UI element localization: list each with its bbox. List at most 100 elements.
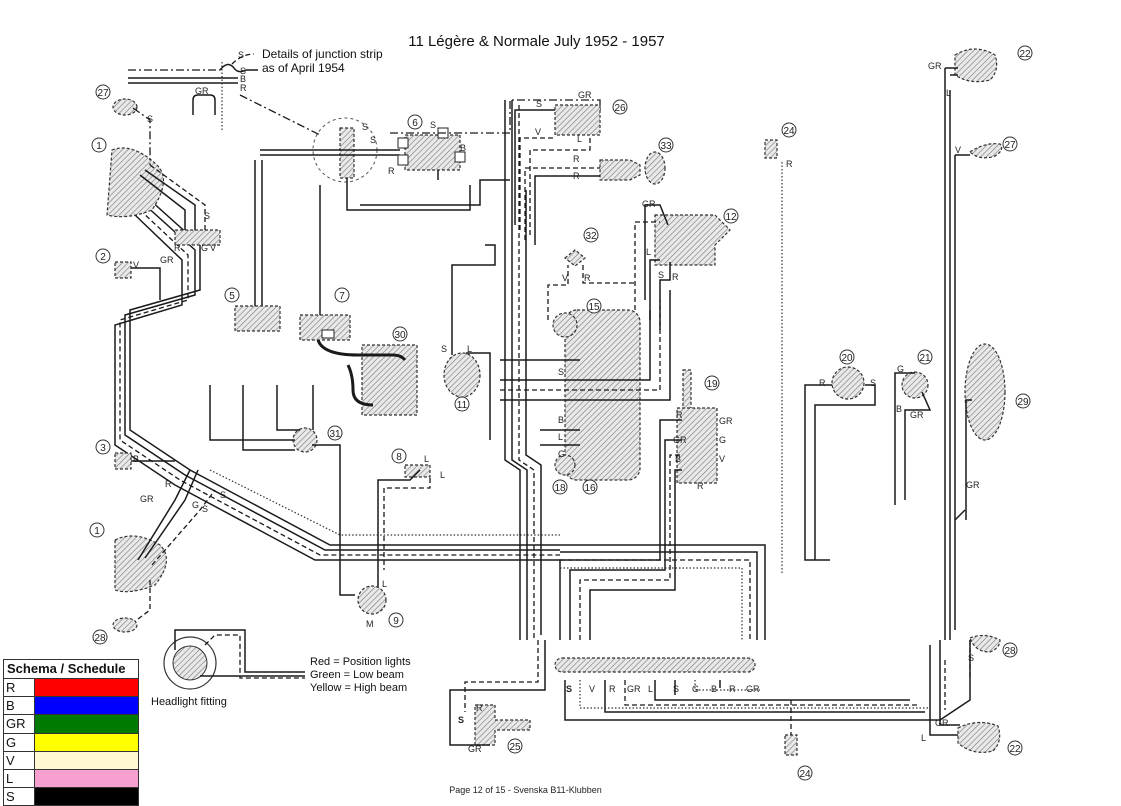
- label-33: 33: [658, 137, 674, 153]
- svg-text:B: B: [558, 415, 564, 425]
- svg-text:27: 27: [97, 88, 109, 99]
- color-swatch: [35, 751, 138, 769]
- svg-text:32: 32: [585, 231, 597, 242]
- svg-text:S: S: [968, 653, 974, 663]
- label-22-top: 22: [1017, 45, 1033, 61]
- svg-text:V: V: [133, 260, 139, 270]
- junction-strip: [554, 657, 940, 721]
- svg-text:8: 8: [396, 452, 402, 463]
- svg-text:20: 20: [841, 353, 853, 364]
- svg-text:S: S: [870, 378, 876, 388]
- svg-text:18: 18: [554, 483, 566, 494]
- schedule-title: Schema / Schedule: [4, 660, 138, 679]
- svg-text:S: S: [238, 50, 244, 60]
- wire-labels: S S B R GR S S R GR G V V B R GR G S S S…: [133, 50, 980, 754]
- headlight-caption: Headlight fitting: [151, 696, 227, 708]
- color-swatch: [35, 733, 138, 751]
- legend-position-lights: Red = Position lights: [310, 656, 411, 668]
- svg-text:G: G: [558, 449, 565, 459]
- component-6: [390, 99, 601, 180]
- svg-text:V: V: [562, 273, 568, 283]
- svg-text:30: 30: [394, 330, 406, 341]
- lower-harness: [560, 544, 766, 640]
- component-24-bottom: [784, 700, 798, 756]
- svg-text:L: L: [467, 344, 472, 354]
- svg-text:GR: GR: [928, 61, 942, 71]
- label-24-top: 24: [781, 122, 797, 138]
- component-22-top: [945, 48, 998, 83]
- svg-text:GR: GR: [140, 494, 154, 504]
- svg-text:15: 15: [588, 302, 600, 313]
- schedule-code: V: [4, 751, 35, 769]
- svg-text:S: S: [202, 504, 208, 514]
- svg-text:S: S: [441, 344, 447, 354]
- svg-text:7: 7: [339, 291, 345, 302]
- svg-text:R: R: [476, 703, 483, 713]
- component-27-left: [112, 98, 151, 165]
- svg-text:GR: GR: [642, 199, 656, 209]
- svg-text:B: B: [133, 454, 139, 464]
- component-24-top: [764, 139, 783, 575]
- svg-text:S: S: [430, 120, 436, 130]
- label-21: 21: [917, 349, 933, 365]
- svg-text:6: 6: [412, 118, 418, 129]
- svg-text:R: R: [697, 481, 704, 491]
- svg-text:GR: GR: [673, 435, 687, 445]
- svg-text:GR: GR: [578, 90, 592, 100]
- svg-text:26: 26: [614, 103, 626, 114]
- label-12: 12: [723, 208, 739, 224]
- svg-text:B: B: [711, 684, 717, 694]
- svg-text:24: 24: [783, 126, 795, 137]
- svg-text:S: S: [204, 211, 210, 221]
- component-21: [894, 371, 932, 505]
- schedule-code: GR: [4, 715, 35, 733]
- label-20: 20: [839, 349, 855, 365]
- svg-text:11: 11: [457, 400, 468, 411]
- label-5: 5: [224, 287, 240, 303]
- svg-text:G: G: [897, 364, 904, 374]
- svg-text:R: R: [584, 273, 591, 283]
- svg-text:R: R: [786, 159, 793, 169]
- svg-text:3: 3: [100, 443, 106, 454]
- label-6: 6: [407, 114, 423, 130]
- color-swatch: [35, 715, 138, 733]
- svg-text:GR: GR: [719, 416, 733, 426]
- svg-text:22: 22: [1009, 744, 1021, 755]
- component-15-16: [552, 309, 641, 481]
- svg-text:GR: GR: [935, 718, 949, 728]
- svg-text:L: L: [946, 88, 951, 98]
- label-26: 26: [612, 99, 628, 115]
- label-27-right: 27: [1002, 136, 1018, 152]
- label-25: 25: [507, 738, 523, 754]
- svg-text:S: S: [220, 490, 226, 500]
- svg-text:5: 5: [229, 291, 235, 302]
- diagram-title: 11 Légère & Normale July 1952 - 1957: [408, 33, 665, 50]
- label-1: 1: [91, 137, 107, 153]
- svg-text:R: R: [165, 479, 172, 489]
- svg-text:B: B: [896, 404, 902, 414]
- svg-text:V: V: [955, 145, 961, 155]
- component-19: [559, 369, 718, 640]
- component-5: [234, 305, 281, 332]
- svg-text:12: 12: [725, 212, 737, 223]
- svg-text:L: L: [424, 454, 429, 464]
- component-1-top: [106, 147, 221, 246]
- svg-text:S: S: [536, 99, 542, 109]
- label-9: 9: [388, 612, 404, 628]
- svg-text:G: G: [719, 435, 726, 445]
- schedule-row: G: [4, 733, 138, 752]
- component-11: [443, 244, 496, 440]
- svg-text:G: G: [692, 684, 699, 694]
- svg-text:24: 24: [799, 769, 811, 780]
- schedule-code: R: [4, 679, 35, 697]
- schedule-code: G: [4, 733, 35, 751]
- label-27: 27: [95, 84, 111, 100]
- left-harness: [114, 199, 560, 561]
- schedule-code: B: [4, 697, 35, 715]
- label-32: 32: [583, 227, 599, 243]
- svg-text:1: 1: [94, 526, 100, 537]
- svg-text:GR: GR: [627, 684, 641, 694]
- svg-text:L: L: [648, 684, 653, 694]
- svg-text:S: S: [566, 684, 572, 694]
